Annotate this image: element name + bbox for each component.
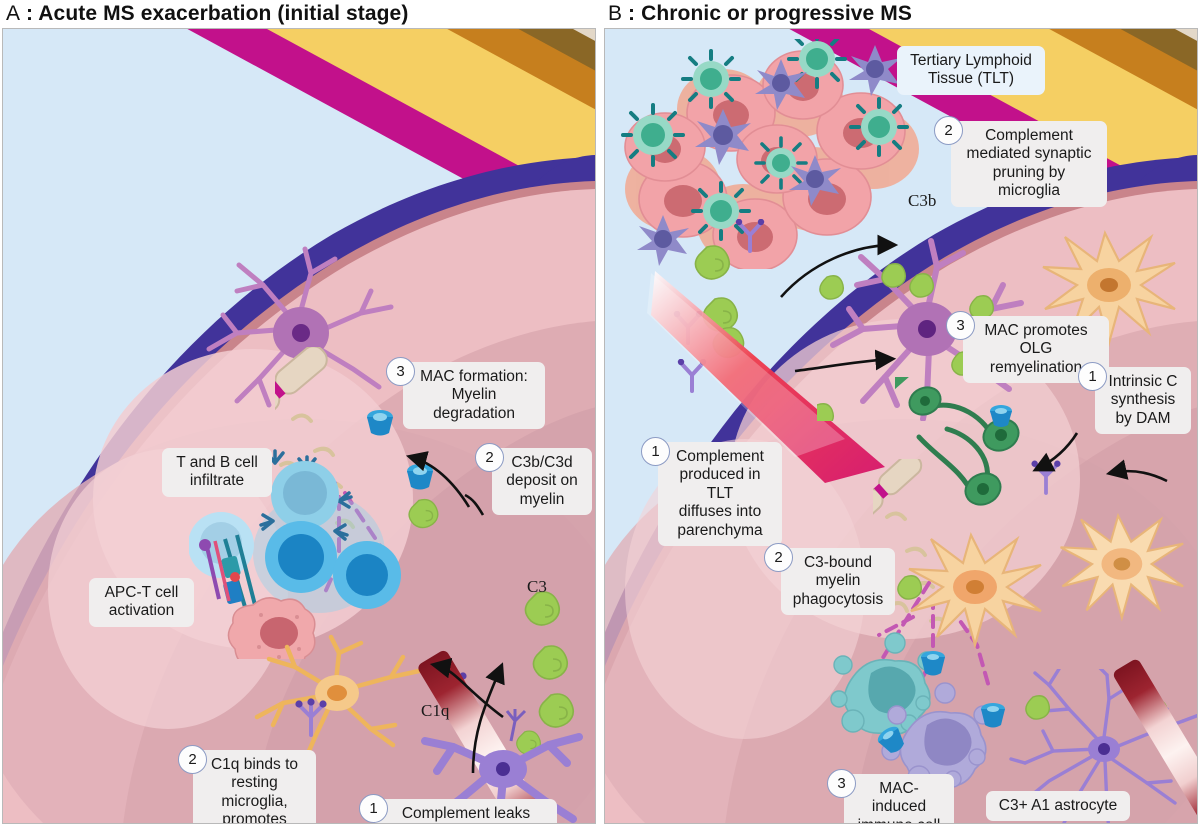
mac-pore-icon <box>367 410 393 436</box>
neuron-cell-c3b <box>817 238 1024 421</box>
c3-complement-blob <box>524 591 561 626</box>
panel-a-separator: : <box>20 2 39 25</box>
pruning-microglia <box>1042 229 1176 348</box>
tertiary-lymphoid-tissue <box>621 39 919 269</box>
panel-b-separator: : <box>622 2 642 25</box>
callout-tlt-diffusion: Complement produced in TLT diffuses into… <box>658 442 782 547</box>
badge-b-2-phago: 2 <box>764 543 793 572</box>
panel-b-title-text: Chronic or progressive MS <box>641 2 912 25</box>
callout-bbb-leak: Complement leaks through a damaged BBB <box>375 799 557 823</box>
callout-synaptic-pruning: Complement mediated synaptic pruning by … <box>951 121 1107 207</box>
callout-tb-infiltrate: T and B cell infiltrate <box>162 448 272 497</box>
badge-a-2-c3b: 2 <box>475 443 504 472</box>
antibody-molecule <box>735 219 765 253</box>
panel-a-title: A : Acute MS exacerbation (initial stage… <box>6 2 408 26</box>
panel-b: Tertiary Lymphoid Tissue (TLT) 2 Complem… <box>604 28 1198 824</box>
c3-complement-blob <box>538 693 575 728</box>
complement-diffusion-c3 <box>694 245 739 332</box>
callout-intrinsic-c: Intrinsic C synthesis by DAM <box>1095 367 1191 435</box>
panel-a: 3 MAC formation: Myelin degradation 2 C3… <box>2 28 596 824</box>
neuron-cell <box>206 246 394 408</box>
panel-a-letter: A <box>6 2 21 25</box>
callout-mac-olg: MAC promotes OLG remyelination <box>963 316 1109 384</box>
callout-tlt: Tertiary Lymphoid Tissue (TLT) <box>897 46 1045 95</box>
panel-b-arrows <box>780 234 1168 483</box>
label-c3: C3 <box>527 577 547 596</box>
c1q-molecule <box>295 698 327 737</box>
panel-a-title-text: Acute MS exacerbation (initial stage) <box>38 2 409 25</box>
callout-c3b-deposit: C3b/C3d deposit on myelin <box>492 448 592 516</box>
badge-b-2-pruning: 2 <box>934 116 963 145</box>
badge-a-1-bbb: 1 <box>359 794 388 823</box>
badge-b-1-diffuse: 1 <box>641 437 670 466</box>
oligodendrocyte-remyelination <box>895 377 1020 506</box>
callout-c1q-dam: C1q binds to resting microglia, promotes… <box>193 750 316 823</box>
callout-a1-astrocyte: C3+ A1 astrocyte <box>986 791 1130 822</box>
panel-b-letter: B <box>608 2 623 25</box>
badge-b-3-mac-olg: 3 <box>946 311 975 340</box>
badge-b-3-apoptosis: 3 <box>827 769 856 798</box>
panel-a-arrows <box>405 451 505 774</box>
apc-tcell-synapse <box>199 534 316 659</box>
callout-mac-formation: MAC formation: Myelin degradation <box>403 362 545 430</box>
callout-apc-activation: APC-T cell activation <box>89 578 194 627</box>
resting-microglia <box>254 634 422 753</box>
dam-microglia-phagocytic <box>897 531 1042 650</box>
badge-a-3: 3 <box>386 357 415 386</box>
label-c1q: C1q <box>421 701 450 720</box>
panel-b-title: B : Chronic or progressive MS <box>608 2 912 26</box>
callout-myelin-phagocytosis: C3-bound myelin phagocytosis <box>781 548 895 616</box>
c3-complement-blob <box>532 645 569 680</box>
badge-a-2-c1q: 2 <box>178 745 207 774</box>
badge-b-1-intrinsic: 1 <box>1078 362 1107 391</box>
inflammation-wedge <box>647 271 885 483</box>
callout-mac-apoptosis: MAC-induced immune cell apoptosis <box>844 774 954 823</box>
label-c3b: C3b <box>908 191 937 210</box>
c3-complement-blob <box>408 498 439 529</box>
dam-microglia-intrinsic-c <box>1060 512 1184 622</box>
